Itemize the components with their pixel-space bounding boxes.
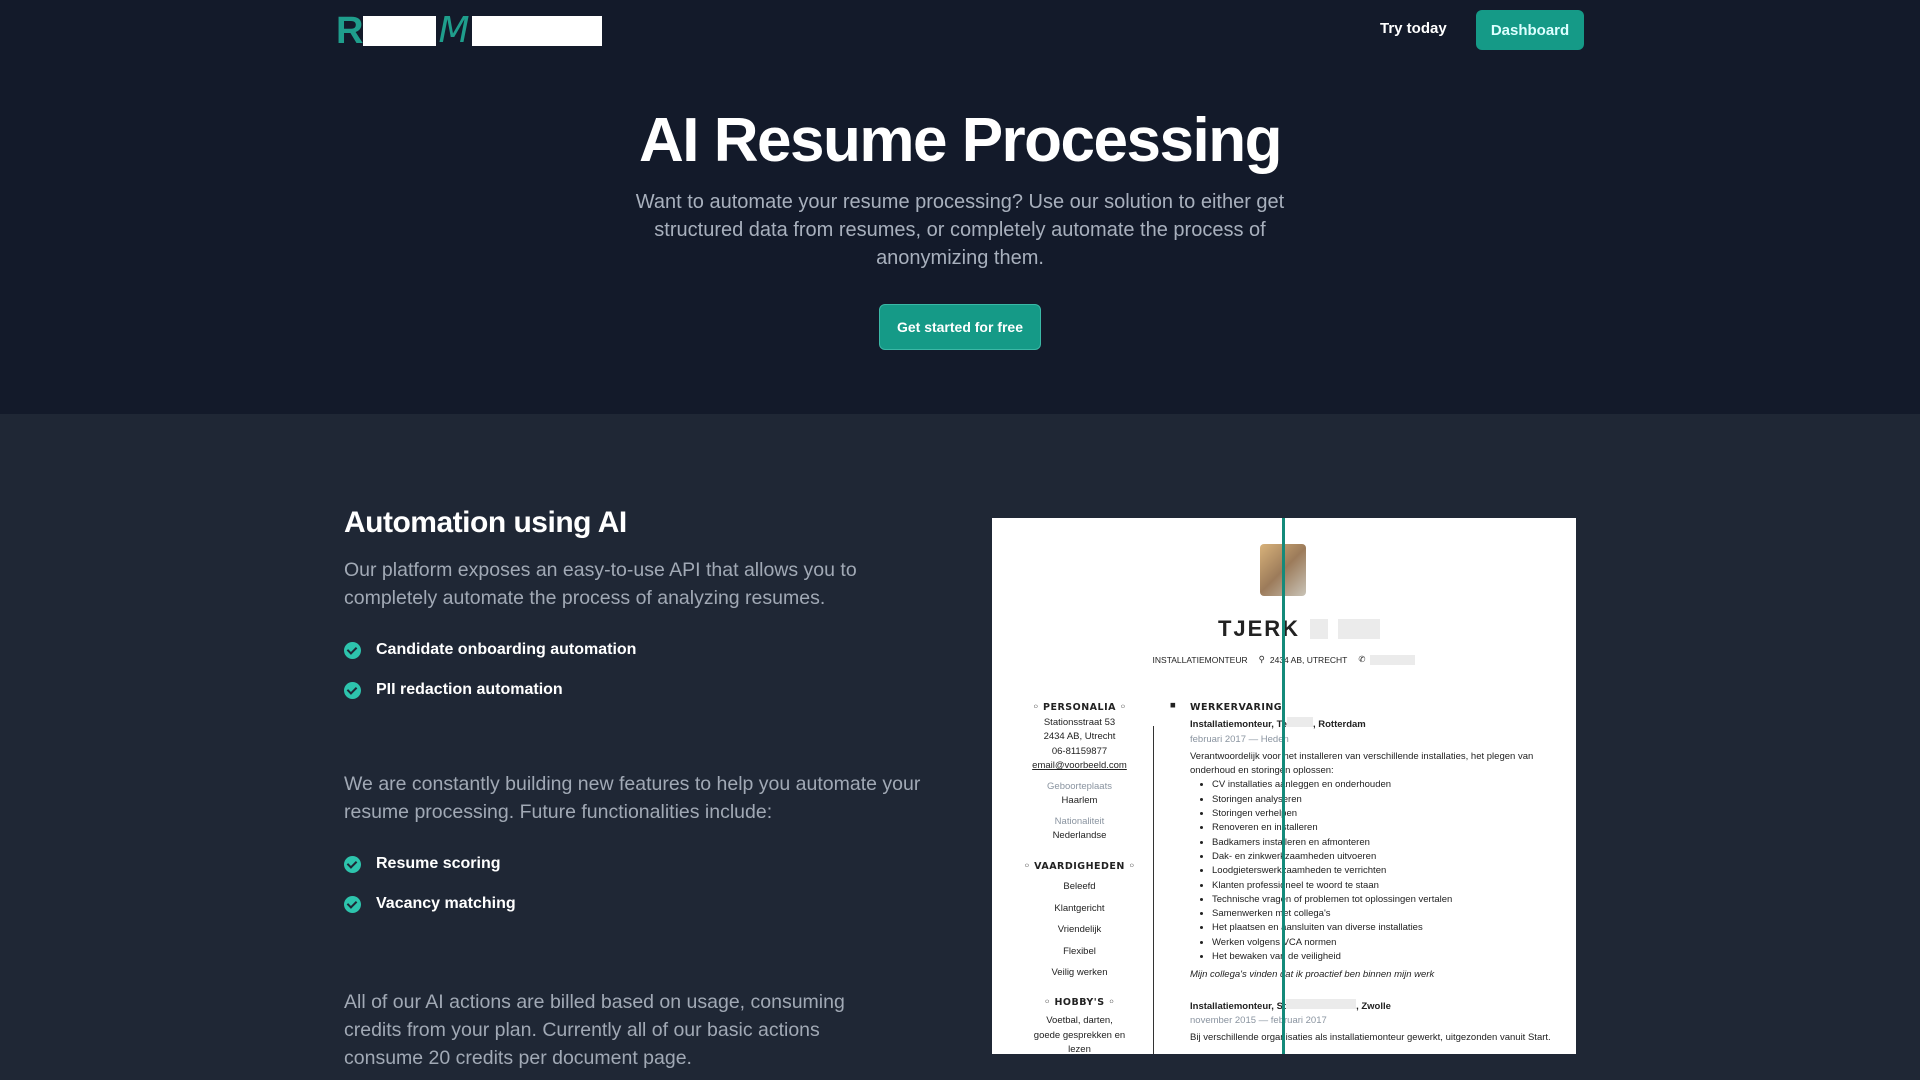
redaction-box <box>1338 619 1381 639</box>
check-circle-icon <box>344 895 361 913</box>
redaction-box <box>1310 619 1329 639</box>
list-item: Resume scoring <box>344 844 944 884</box>
scan-line <box>1282 518 1285 1054</box>
resume-subtitle-line: INSTALLATIEMONTEUR ⚲ 2434 AB, UTRECHT ✆ <box>992 654 1576 665</box>
logo[interactable]: R M <box>336 12 602 50</box>
phone-icon: ✆ <box>1358 654 1366 664</box>
section-title: Automation using AI <box>344 506 627 539</box>
check-circle-icon <box>344 855 361 873</box>
hero-subtitle: Want to automate your resume processing?… <box>635 191 1285 269</box>
briefcase-icon: ■ <box>1170 700 1176 711</box>
get-started-button[interactable]: Get started for free <box>879 304 1041 350</box>
list-item: Candidate onboarding automation <box>344 630 944 670</box>
list-item: Vacancy matching <box>344 884 944 924</box>
timeline <box>1153 726 1154 1054</box>
automation-section: Automation using AI Our platform exposes… <box>344 506 944 1072</box>
future-intro-text: We are constantly building new features … <box>344 773 921 823</box>
resume-name: TJERK <box>1217 616 1301 641</box>
try-today-link[interactable]: Try today <box>1380 20 1447 37</box>
page-title: AI Resume Processing <box>639 106 1282 175</box>
redaction-box <box>1370 654 1416 665</box>
future-list: Resume scoring Vacancy matching <box>344 844 944 924</box>
feature-list: Candidate onboarding automation PII reda… <box>344 630 944 710</box>
check-circle-icon <box>344 681 361 699</box>
intro-text: Our platform exposes an easy-to-use API … <box>344 559 857 609</box>
hero-section: R M Try today Dashboard AI Resume Proces… <box>0 0 1920 414</box>
check-circle-icon <box>344 641 361 659</box>
location-pin-icon: ⚲ <box>1258 654 1265 664</box>
experience-block: WERKERVARING Installatiemonteur, Te, Rot… <box>1190 701 1570 1046</box>
list-item: PII redaction automation <box>344 670 944 710</box>
dashboard-button[interactable]: Dashboard <box>1476 10 1584 50</box>
billing-text: All of our AI actions are billed based o… <box>344 991 845 1069</box>
